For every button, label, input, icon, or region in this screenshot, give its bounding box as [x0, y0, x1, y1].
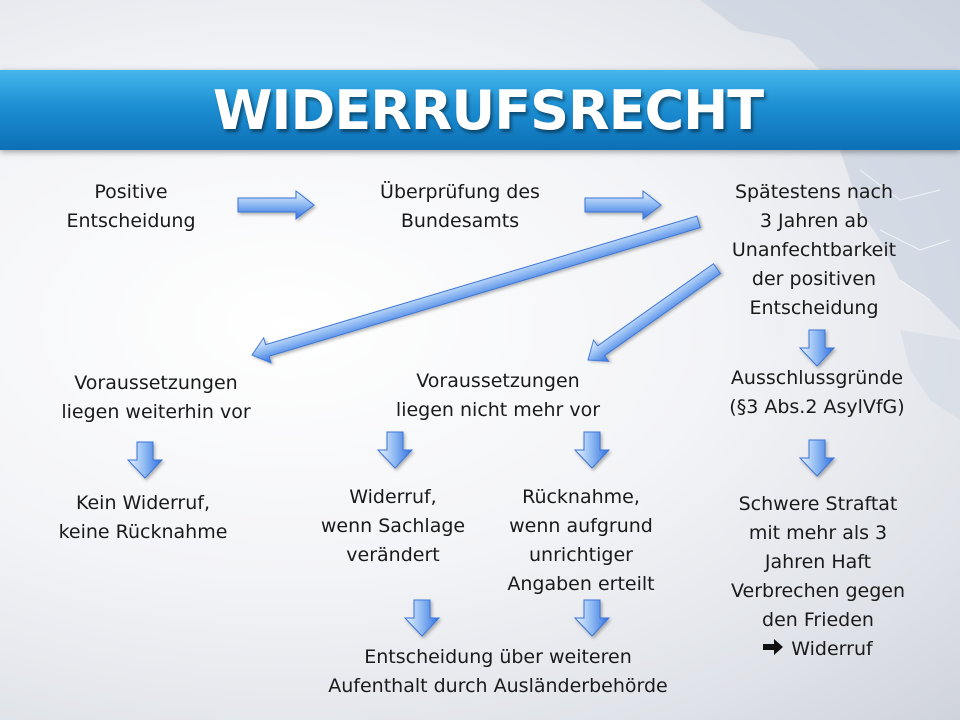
arrow-positive-to-pruefung	[237, 189, 315, 221]
arrow-pruefung-to-spaetestens	[584, 189, 662, 221]
arrow-voraus-nicht-to-widerruf	[376, 431, 414, 469]
node-ausschlussgruende: Ausschlussgründe (§3 Abs.2 AsylVfG)	[729, 367, 905, 418]
node-schwere-straftat: Schwere Straftat mit mehr als 3 Jahren H…	[706, 490, 930, 664]
arrow-right-icon	[763, 635, 784, 664]
node-ueberpruefung: Überprüfung des Bundesamts	[380, 181, 540, 232]
node-widerruf-sachlage: Widerruf, wenn Sachlage verändert	[320, 486, 466, 566]
arrow-widerruf-to-entscheidung	[403, 599, 441, 637]
arrow-voraus-nicht-to-ruecknahme	[573, 431, 611, 469]
arrow-voraus-vor-to-kein-widerruf	[126, 441, 164, 479]
arrow-ausschluss-to-straftat	[798, 439, 836, 477]
arrow-spaetestens-to-voraus-vor	[251, 215, 701, 364]
title-banner	[0, 70, 960, 150]
node-spaetestens: Spätestens nach 3 Jahren ab Unanfechtbar…	[731, 181, 897, 319]
node-voraussetzungen-nicht: Voraussetzungen liegen nicht mehr vor	[395, 370, 601, 421]
node-kein-widerruf: Kein Widerruf, keine Rücknahme	[58, 492, 228, 543]
node-positive-entscheidung: Positive Entscheidung	[66, 181, 196, 232]
arrow-spaetestens-to-ausschluss	[798, 329, 836, 367]
node-voraussetzungen-vor: Voraussetzungen liegen weiterhin vor	[61, 372, 251, 423]
arrow-spaetestens-to-voraus-nicht	[587, 263, 722, 362]
arrow-ruecknahme-to-entscheidung	[573, 599, 611, 637]
page-title: WIDERRUFSRECHT	[212, 79, 764, 142]
node-entscheidung-aufenthalt: Entscheidung über weiteren Aufenthalt du…	[328, 646, 668, 697]
node-ruecknahme: Rücknahme, wenn aufgrund unrichtiger Ang…	[507, 486, 655, 595]
